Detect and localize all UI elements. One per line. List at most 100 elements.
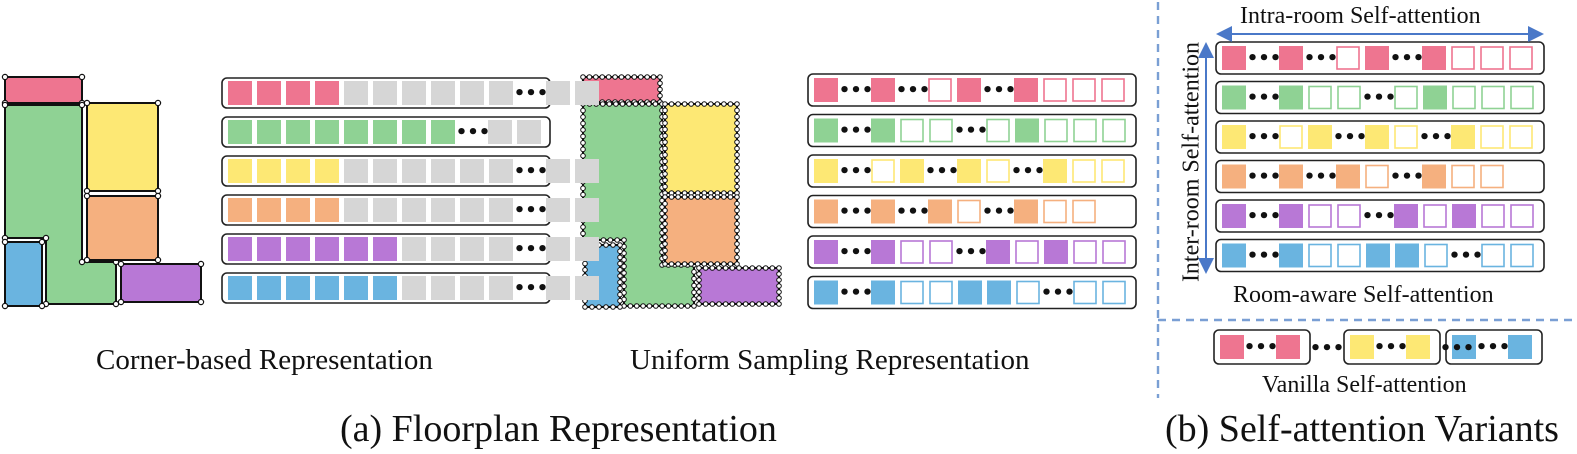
purple-room-sample-point [776,283,782,289]
padding-token [431,237,455,261]
orange-room-corner-point [83,192,91,200]
pink-room-sample-point [644,74,650,80]
padding-token [344,159,368,183]
ellipsis: ••• [982,202,1017,223]
blue-room-corner-point [1,302,9,310]
blue-room-sample-point [617,279,623,286]
pink-room-corner-point [78,73,86,81]
green-room-sample-point [646,101,652,107]
yellow-masked-token [1394,125,1418,149]
padding-token [546,237,570,261]
ellipsis: ••• [1247,127,1282,148]
green-token [257,120,281,144]
purple-masked-token [1337,204,1361,228]
pink-token [1220,335,1244,359]
blue-room-sample-point [603,242,609,248]
pink-token [228,81,252,105]
blue-room-sample-point [617,260,623,267]
blue-room-sample-point [617,248,623,254]
green-token [286,120,310,144]
yellow-room-sample-point [734,145,740,152]
green-masked-token [900,118,924,143]
orange-room-sample-point [662,234,668,240]
blue-room [4,241,43,307]
yellow-room [86,102,159,192]
purple-room-sample-point [722,301,729,307]
purple-masked-token [1423,204,1447,228]
ellipsis: ••• [1440,338,1475,359]
padding-token [344,198,368,222]
blue-masked-token [1073,280,1097,305]
purple-room-sample-point [696,295,702,301]
green-room-sample-point [633,303,640,309]
purple-room-sample-point [702,265,709,271]
vanilla-label: Vanilla Self-attention [1262,372,1467,398]
uniform-floorplan [580,74,782,310]
ellipsis: ••• [514,83,549,104]
blue-token [814,280,838,305]
purple-room-sample-point [769,301,776,307]
padding-token [344,81,368,105]
green-room-sample-point [640,303,646,309]
green-room-sample-point [653,303,659,309]
green-token [373,120,397,144]
pink-token [315,81,339,105]
purple-masked-token [1510,204,1534,228]
pink-token [871,78,895,102]
orange-token [257,198,281,222]
purple-room-sample-point [716,301,722,307]
padding-token [431,276,455,300]
yellow-token [957,159,981,183]
orange-room-sample-point [734,234,740,240]
green-token [1423,85,1447,110]
pink-room-sample-point [625,74,631,80]
orange-room-sample-point [662,194,668,200]
ellipsis: ••• [1310,338,1345,359]
pink-room-corner-point [1,73,9,81]
padding-token [575,237,599,261]
blue-room-sample-point [582,267,588,273]
uniform-caption: Uniform Sampling Representation [630,344,1030,376]
padding-token [373,159,397,183]
purple-token [286,237,310,261]
yellow-room-corner-point [154,99,162,107]
purple-room-corner-point [197,260,205,268]
ellipsis: ••• [1041,283,1076,304]
ellipsis: ••• [1247,206,1282,227]
yellow-room-sample-point [734,101,740,107]
padding-token [546,159,570,183]
blue-room-corner-point [1,238,9,246]
pink-token [957,78,981,102]
blue-token [315,276,339,300]
ellipsis: ••• [514,278,549,299]
padding-token [431,198,455,222]
yellow-room-sample-point [701,101,708,107]
orange-token [1422,164,1446,189]
orange-room-sample-point [701,194,708,200]
ellipsis: ••• [925,161,960,182]
padding-token [402,276,426,300]
green-token [344,120,368,144]
green-masked-token [1510,85,1534,110]
green-room-corner-point [42,234,50,242]
blue-room-sample-point [617,298,623,304]
blue-room-corner-point [38,238,46,246]
purple-room-sample-point [762,301,769,307]
yellow-room-sample-point [675,101,681,107]
purple-token [315,237,339,261]
green-room-sample-point [691,289,697,296]
yellow-room-sample-point [734,120,740,126]
orange-room-sample-point [734,254,740,261]
blue-token [871,280,895,305]
yellow-room-sample-point [734,152,740,158]
blue-token [1279,243,1303,268]
ellipsis: ••• [514,200,549,221]
yellow-room-sample-point [662,183,668,190]
ellipsis: ••• [839,283,874,304]
purple-token [1044,240,1068,264]
panel-a-title: (a) Floorplan Representation [340,408,777,450]
blue-token [987,280,1011,305]
orange-room-sample-point [727,194,734,200]
purple-room-sample-point [776,265,782,271]
